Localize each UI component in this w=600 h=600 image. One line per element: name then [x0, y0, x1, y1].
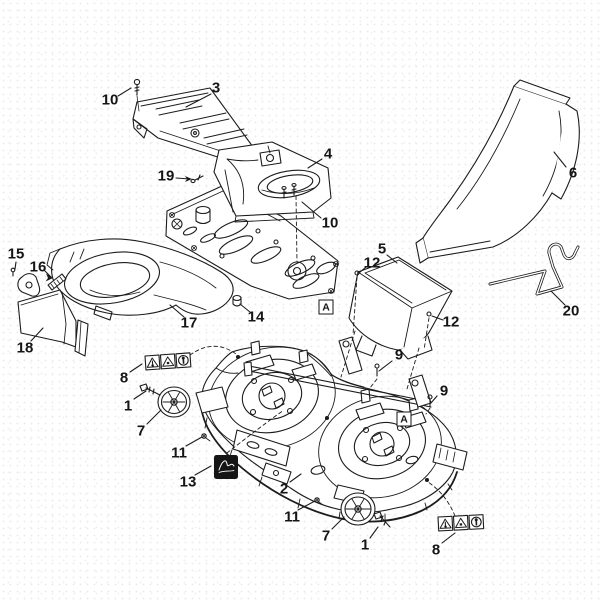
part-callout-5: 5 [377, 240, 387, 258]
pins-10 [281, 182, 297, 199]
bolt-9-left [374, 363, 380, 377]
safety-label-top [144, 352, 192, 371]
part-callout-10: 10 [321, 214, 339, 232]
bolt-9-right [427, 394, 433, 407]
part-callout-11: 11 [284, 508, 300, 526]
wire-bracket [488, 242, 580, 296]
part-callout-17: 17 [180, 314, 198, 332]
screw-19 [190, 174, 204, 184]
part-callout-15: 15 [7, 245, 25, 263]
warning-triangle-icon [439, 518, 452, 529]
leader-lines [14, 87, 567, 544]
clip-15 [10, 267, 41, 297]
caution-triangle-icon [162, 356, 175, 367]
bushing-14 [232, 294, 242, 307]
section-marker-A: A [318, 299, 334, 315]
part-callout-10: 10 [101, 91, 119, 109]
part-callout-14: 14 [247, 308, 265, 326]
part-callout-12: 12 [442, 313, 460, 331]
part-callout-13: 13 [179, 473, 197, 491]
safety-label-bottom [437, 514, 485, 532]
part-callout-8: 8 [431, 541, 441, 559]
construction-lines [189, 195, 456, 517]
part-callout-18: 18 [16, 339, 34, 357]
discharge-chute-upper [348, 256, 453, 360]
screw-11-bottom [314, 497, 324, 506]
caution-triangle-icon [455, 517, 468, 529]
part-callout-7: 7 [136, 422, 146, 440]
part-callout-1: 1 [360, 536, 370, 554]
part-callout-12: 12 [363, 254, 381, 272]
part-callout-8: 8 [119, 369, 129, 387]
part-callout-1: 1 [123, 397, 133, 415]
spring-16 [47, 273, 67, 291]
part-callout-4: 4 [323, 145, 333, 163]
part-callout-16: 16 [29, 258, 47, 276]
brand-logo-signature [218, 460, 235, 473]
remove-key-circle-icon [178, 354, 189, 366]
screw-12-right [426, 311, 432, 317]
grass-duct [46, 238, 234, 321]
warning-triangle-icon [146, 357, 159, 368]
screw-11-left [201, 433, 211, 442]
section-marker-A: A [396, 411, 412, 427]
part-callout-9: 9 [394, 346, 404, 364]
wheel-left [157, 386, 191, 418]
part-callout-9: 9 [439, 382, 449, 400]
discharge-chute-curved [415, 79, 580, 264]
brand-label [214, 455, 238, 479]
wheel-bottom [340, 492, 376, 526]
part-callout-2: 2 [279, 480, 289, 498]
part-callout-6: 6 [568, 164, 578, 182]
mower-deck [195, 336, 468, 523]
bolt-1-bottom [373, 511, 391, 528]
remove-key-circle-icon [470, 516, 482, 528]
right-belt-cover [213, 141, 332, 223]
front-panel [17, 289, 89, 357]
bolt-1-left [139, 383, 161, 396]
part-callout-20: 20 [562, 302, 580, 320]
part-callout-7: 7 [321, 527, 331, 545]
part-callout-19: 19 [157, 167, 175, 185]
part-callout-11: 11 [171, 444, 187, 462]
part-callout-3: 3 [211, 79, 221, 97]
screw-10-top [133, 78, 141, 112]
